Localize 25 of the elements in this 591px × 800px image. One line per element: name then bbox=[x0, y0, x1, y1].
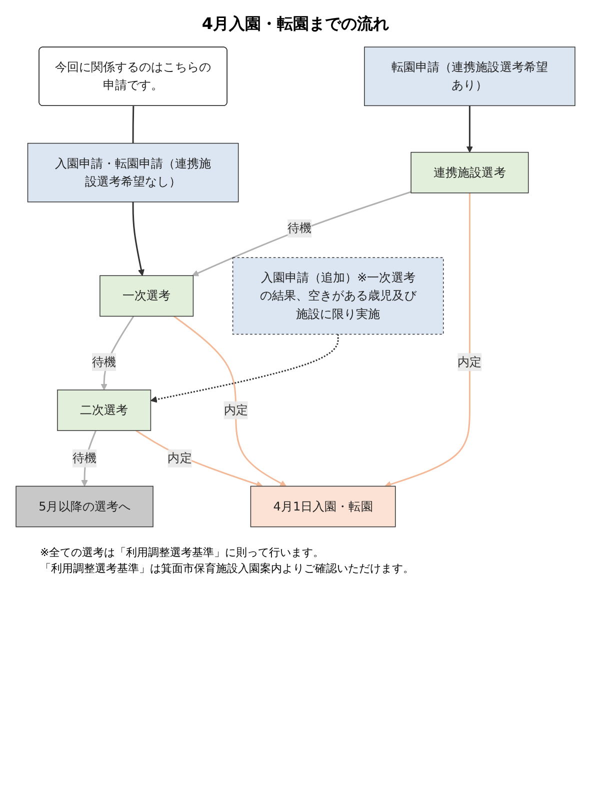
edge-label: 待機 bbox=[288, 220, 312, 236]
footnote: 「利用調整選考基準」は箕面市保育施設入園案内よりご確認いただけます。 bbox=[40, 561, 415, 578]
node-box: 入園申請（追加）※一次選考の結果、空きがある歳児及び施設に限り実施 bbox=[232, 257, 444, 335]
arrow bbox=[384, 192, 470, 488]
edge-label: 待機 bbox=[72, 450, 97, 466]
node-box: 入園申請・転園申請（連携施設選考希望なし） bbox=[27, 142, 239, 202]
arrow bbox=[150, 334, 339, 403]
node-box: 5月以降の選考へ bbox=[16, 486, 154, 528]
arrow bbox=[132, 202, 144, 276]
arrow bbox=[136, 430, 263, 488]
connector bbox=[132, 106, 134, 144]
edge-label: 待機 bbox=[92, 354, 116, 369]
node-box: 一次選考 bbox=[100, 275, 194, 317]
arrow bbox=[466, 106, 473, 153]
node-box: 4月1日入園・転園 bbox=[250, 486, 396, 528]
edge-label: 内定 bbox=[458, 354, 482, 369]
arrow bbox=[174, 316, 287, 487]
arrow bbox=[192, 191, 412, 276]
node-box: 連携施設選考 bbox=[410, 152, 529, 194]
edge-label: 内定 bbox=[224, 402, 248, 418]
diagram-title: 4月入園・転園までの流れ bbox=[200, 14, 390, 35]
node-box: 転園申請（連携施設選考希望あり） bbox=[364, 46, 576, 106]
footnote: ※全ての選考は「利用調整選考基準」に則って行います。 bbox=[40, 544, 326, 561]
node-box: 二次選考 bbox=[57, 390, 152, 431]
edge-label: 内定 bbox=[168, 450, 192, 466]
